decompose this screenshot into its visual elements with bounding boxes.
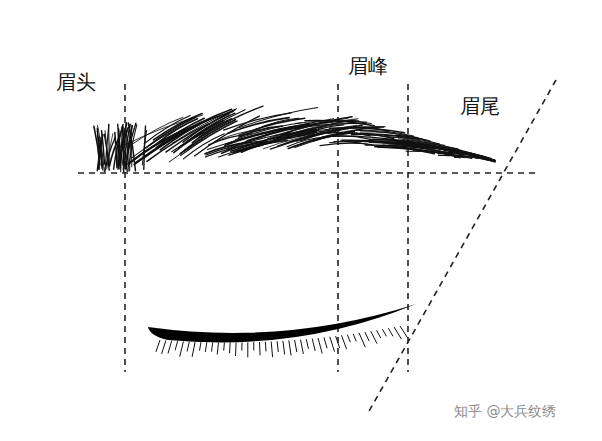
eyelash bbox=[289, 340, 291, 355]
eyelash bbox=[156, 340, 160, 352]
hair-stroke bbox=[169, 109, 232, 140]
eyelash bbox=[283, 341, 285, 355]
eyelash bbox=[229, 343, 231, 354]
eyelash bbox=[342, 335, 347, 349]
hair-stroke bbox=[118, 130, 127, 169]
eyebrow-hairs bbox=[94, 106, 495, 172]
eyelash bbox=[295, 340, 297, 352]
eyelash bbox=[187, 342, 189, 352]
eyelash bbox=[212, 342, 213, 351]
eyelash bbox=[217, 343, 218, 355]
hair-stroke bbox=[237, 134, 309, 152]
eyelashes bbox=[156, 326, 408, 357]
eyelash bbox=[359, 333, 365, 347]
hair-stroke bbox=[164, 112, 233, 140]
eyelash bbox=[312, 339, 315, 351]
eyelash bbox=[394, 327, 401, 339]
hair-stroke bbox=[446, 156, 495, 162]
hair-stroke bbox=[263, 132, 330, 149]
eyelash bbox=[235, 343, 237, 357]
eyelash bbox=[259, 342, 261, 355]
eyelash bbox=[347, 335, 350, 343]
eyelash bbox=[330, 337, 335, 352]
eyelash bbox=[223, 343, 225, 351]
hair-stroke bbox=[105, 125, 109, 170]
eyelash bbox=[162, 340, 166, 354]
eyelash bbox=[353, 334, 356, 342]
eyelid bbox=[148, 304, 416, 342]
hair-stroke bbox=[342, 133, 419, 139]
eyelash bbox=[336, 336, 340, 348]
guide-line bbox=[368, 80, 556, 413]
hair-stroke bbox=[308, 127, 384, 134]
hair-stroke bbox=[184, 122, 230, 150]
eyelash bbox=[253, 342, 254, 350]
eyelash bbox=[306, 339, 308, 349]
hair-stroke bbox=[447, 150, 495, 161]
watermark: 知乎 @大兵纹绣 bbox=[452, 403, 558, 420]
eyelash bbox=[371, 331, 377, 344]
eyelash bbox=[180, 342, 184, 357]
eyelash bbox=[265, 342, 267, 352]
hair-stroke bbox=[157, 119, 198, 144]
eyelash bbox=[400, 326, 408, 338]
eyelash bbox=[365, 332, 369, 341]
part-label: 眉尾 bbox=[458, 94, 502, 118]
hair-stroke bbox=[228, 123, 310, 144]
hair-stroke bbox=[94, 126, 100, 165]
hair-stroke bbox=[205, 143, 261, 157]
eyelash bbox=[277, 341, 278, 352]
eyelash bbox=[377, 330, 381, 338]
hair-stroke bbox=[243, 125, 314, 143]
eyelash bbox=[175, 341, 178, 350]
eyelash bbox=[247, 342, 248, 357]
eyelash bbox=[324, 337, 327, 348]
eyelash bbox=[388, 328, 393, 336]
eyelash bbox=[301, 340, 304, 354]
eyelash bbox=[271, 342, 272, 358]
guide-line bbox=[407, 84, 409, 372]
eyelash bbox=[205, 342, 207, 352]
hair-stroke bbox=[183, 134, 224, 159]
eyelash bbox=[318, 338, 322, 353]
hair-stroke bbox=[413, 150, 460, 158]
eyelash bbox=[382, 329, 386, 336]
eyelash bbox=[200, 342, 202, 351]
eyelash bbox=[241, 342, 242, 350]
hair-stroke bbox=[326, 136, 370, 139]
eyelash bbox=[192, 342, 195, 357]
eyelash bbox=[168, 341, 172, 354]
part-label: 眉峰 bbox=[346, 54, 390, 78]
guide-line bbox=[78, 172, 536, 174]
part-label: 眉头 bbox=[54, 70, 98, 94]
hair-stroke bbox=[320, 143, 371, 146]
